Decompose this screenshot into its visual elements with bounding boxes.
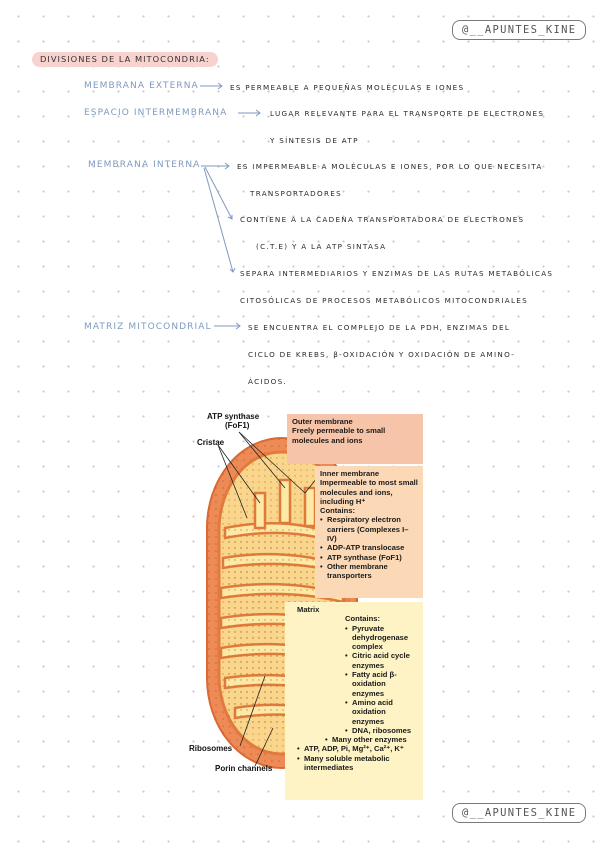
- matrix-contains: Contains:: [345, 614, 381, 624]
- note-line: ÁCIDOS.: [248, 377, 288, 386]
- arrow-icon: [203, 167, 236, 273]
- matrix-title: Matrix: [297, 605, 320, 614]
- note-line: TRANSPORTADORES: [250, 189, 342, 198]
- list-item: Respiratory electron carriers (Complexes…: [320, 515, 418, 543]
- list-item: Fatty acid β-oxidation enzymes: [345, 670, 418, 698]
- watermark-bottom: @__APUNTES_KINE: [452, 803, 587, 823]
- page-title: DIVISIONES DE LA MITOCONDRIA:: [32, 52, 218, 67]
- list-item: ATP, ADP, Pi, Mg²⁺, Ca²⁺, K⁺: [297, 744, 418, 754]
- note-arrows: [200, 82, 261, 330]
- outer-membrane-text: Freely permeable to small molecules and …: [292, 426, 386, 445]
- term-espacio-intermembrana: ESPACIO INTERMEMBRANA: [84, 108, 228, 118]
- outer-membrane-title: Outer membrane: [292, 417, 353, 426]
- note-line: (C.T.E) Y A LA ATP SINTASA: [256, 242, 387, 251]
- note-line: SE ENCUENTRA EL COMPLEJO DE LA PDH, ENZI…: [248, 323, 511, 332]
- note-line: ES PERMEABLE A PEQUEÑAS MOLÉCULAS E IONE…: [230, 83, 465, 92]
- list-item: Citric acid cycle enzymes: [345, 651, 418, 670]
- note-line: SEPARA INTERMEDIARIOS Y ENZIMAS DE LAS R…: [240, 269, 554, 278]
- arrow-icon: [201, 162, 230, 170]
- note-line: CITOSÓLICAS DE PROCESOS METABÓLICOS MITO…: [240, 296, 528, 305]
- list-item: Amino acid oxidation enzymes: [345, 698, 418, 726]
- label-cristae: Cristae: [197, 438, 225, 447]
- note-line: ES IMPERMEABLE A MOLÉCULAS E IONES, POR …: [237, 162, 543, 171]
- arrow-icon: [238, 109, 261, 117]
- arrow-icon: [204, 166, 233, 220]
- term-membrana-interna: MEMBRANA INTERNA: [88, 160, 201, 170]
- arrow-icon: [214, 322, 241, 330]
- term-membrana-externa: MEMBRANA EXTERNA: [84, 81, 199, 91]
- list-item: ATP synthase (FoF1): [320, 553, 418, 563]
- outer-membrane-box: Outer membrane Freely permeable to small…: [287, 414, 423, 464]
- label-porin-channels: Porin channels: [215, 764, 273, 773]
- note-line: CICLO DE KREBS, β-OXIDACIÓN Y OXIDACIÓN …: [248, 350, 516, 359]
- inner-contains: Contains:: [320, 506, 356, 516]
- inner-membrane-box: Inner membrane Impermeable to most small…: [315, 466, 423, 598]
- matrix-list: Pyruvate dehydrogenase complex Citric ac…: [297, 624, 418, 773]
- note-line: LUGAR RELEVANTE PARA EL TRANSPORTE DE EL…: [270, 109, 545, 118]
- label-atp-synthase-text: ATP synthase: [207, 412, 260, 421]
- list-item: Many other enzymes: [325, 735, 418, 745]
- watermark-top: @__APUNTES_KINE: [452, 20, 587, 40]
- note-line: Y SÍNTESIS DE ATP: [270, 136, 359, 145]
- list-item: Other membrane transporters: [320, 562, 418, 581]
- mitochondrion-figure: ATP synthase (FoF1) Cristae Ribosomes Po…: [185, 408, 425, 800]
- list-item: ADP-ATP translocase: [320, 543, 418, 553]
- list-item: Pyruvate dehydrogenase complex: [345, 624, 418, 652]
- term-matriz-mitocondrial: MATRIZ MITOCONDRIAL: [84, 322, 212, 332]
- inner-membrane-text: Impermeable to most small molecules and …: [320, 478, 418, 506]
- note-line: CONTIENE A LA CADENA TRANSPORTADORA DE E…: [240, 215, 525, 224]
- arrow-icon: [200, 82, 223, 90]
- label-ribosomes: Ribosomes: [189, 744, 233, 753]
- list-item: DNA, ribosomes: [345, 726, 418, 736]
- matrix-box: Matrix Contains: Pyruvate dehydrogenase …: [285, 602, 423, 800]
- inner-membrane-list: Respiratory electron carriers (Complexes…: [320, 515, 418, 580]
- label-atp-synthase: ATP synthase (FoF1): [207, 412, 259, 430]
- list-item: Many soluble metabolic intermediates: [297, 754, 418, 773]
- label-atp-synthase-sub: (FoF1): [225, 421, 250, 430]
- inner-membrane-title: Inner membrane: [320, 469, 380, 478]
